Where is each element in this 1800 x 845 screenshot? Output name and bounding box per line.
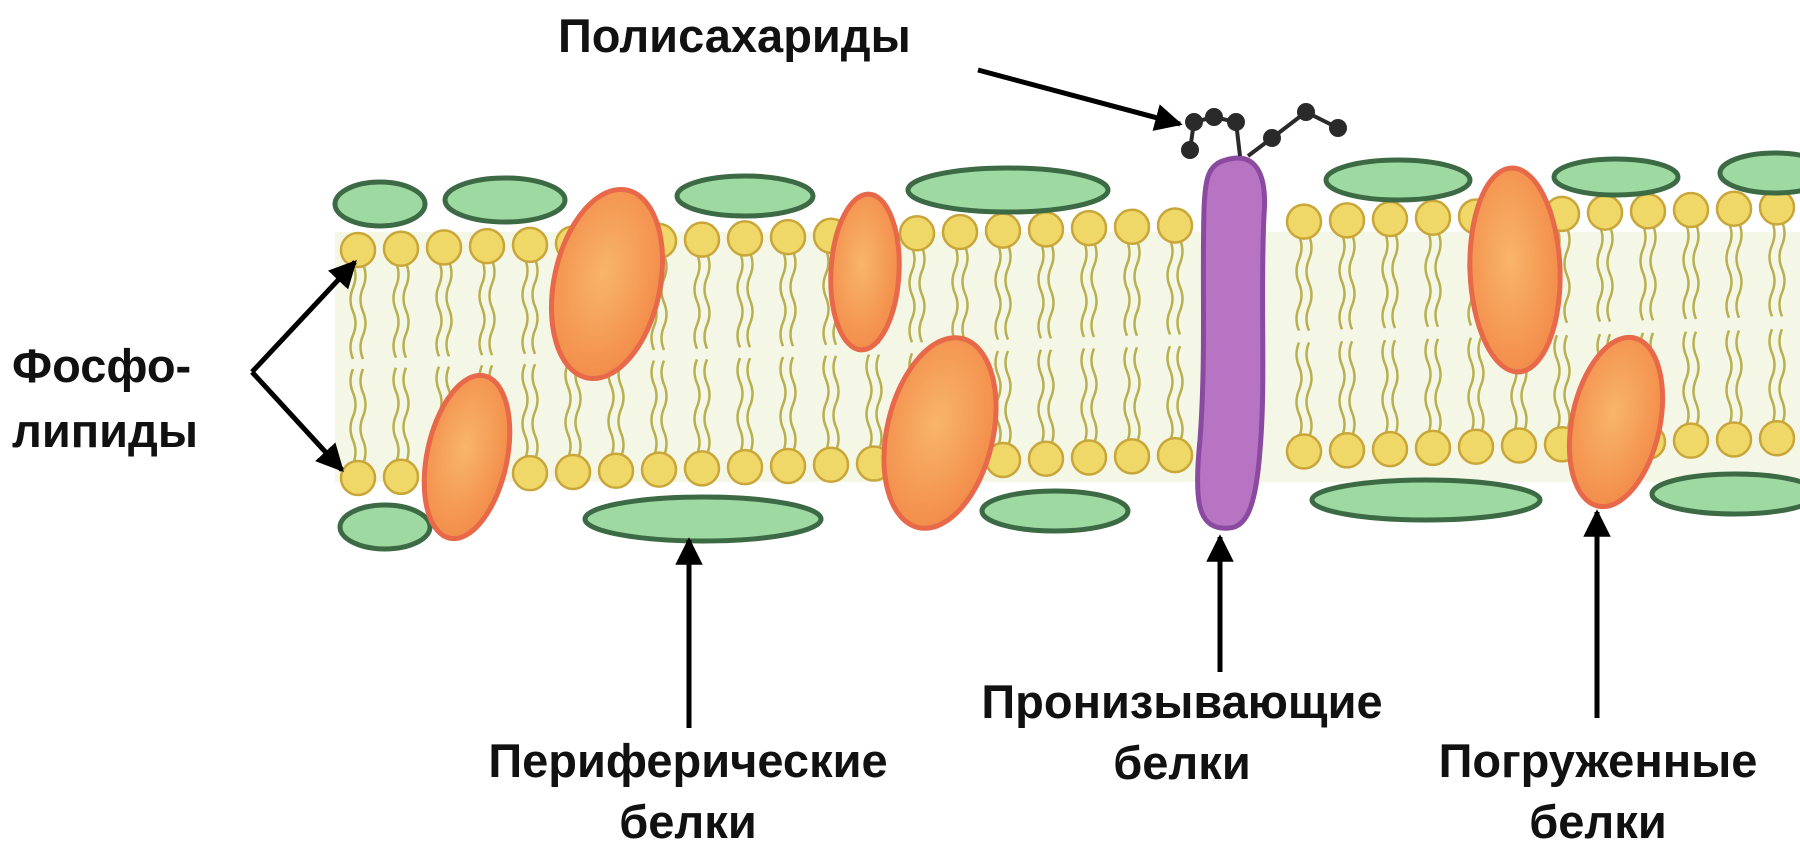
polysaccharide-chains [1183, 105, 1345, 157]
phospholipid-icon [1373, 202, 1407, 236]
phospholipid-icon [900, 216, 934, 250]
phospholipid-icon [1760, 421, 1794, 455]
phospholipid-icon [1674, 193, 1708, 227]
label-embedded-line1: Погруженные [1439, 734, 1758, 787]
peripheral-protein [1326, 160, 1470, 200]
sugar-unit [1229, 115, 1243, 129]
peripheral-protein [335, 182, 425, 226]
label-transmembrane-line2: белки [1113, 736, 1250, 789]
phospholipid-icon [384, 460, 418, 494]
phospholipid-icon [1072, 441, 1106, 475]
phospholipid-icon [1416, 201, 1450, 235]
peripheral-protein [1652, 474, 1800, 514]
phospholipid-icon [427, 230, 461, 264]
phospholipid-icon [1158, 208, 1192, 242]
phospholipid-icon [1287, 205, 1321, 239]
phospholipid-icon [1717, 192, 1751, 226]
phospholipid-icon [1330, 433, 1364, 467]
sugar-unit [1207, 110, 1221, 124]
phospholipid-icon [1373, 432, 1407, 466]
phospholipid-icon [728, 450, 762, 484]
peripheral-protein [1720, 153, 1800, 193]
phospholipid-icon [513, 456, 547, 490]
phospholipid-icon [1115, 210, 1149, 244]
label-phospholipids-line2: липиды [12, 404, 198, 457]
phospholipid-icon [814, 448, 848, 482]
sugar-unit [1183, 143, 1197, 157]
peripheral-protein [908, 168, 1108, 212]
phospholipid-icon [1717, 422, 1751, 456]
phospholipid-icon [642, 453, 676, 487]
phospholipid-icon [1674, 424, 1708, 458]
phospholipid-icon [1072, 211, 1106, 245]
peripheral-protein [1554, 159, 1678, 195]
phospholipid-icon [1330, 203, 1364, 237]
phospholipid-icon [771, 220, 805, 254]
phospholipid-icon [943, 215, 977, 249]
label-transmembrane-line1: Пронизывающие [981, 675, 1382, 728]
phospholipid-icon [341, 461, 375, 495]
arrow-icon [252, 372, 342, 470]
label-peripheral-line2: белки [619, 795, 756, 845]
sugar-unit [1299, 105, 1313, 119]
phospholipid-icon [1029, 212, 1063, 246]
peripheral-protein [340, 505, 430, 549]
phospholipid-icon [341, 233, 375, 267]
phospholipid-icon [1158, 438, 1192, 472]
phospholipid-icon [1115, 439, 1149, 473]
phospholipid-icon [771, 449, 805, 483]
transmembrane-protein [1198, 158, 1265, 528]
phospholipid-icon [685, 223, 719, 257]
phospholipid-icon [1760, 190, 1794, 224]
phospholipid-icon [556, 455, 590, 489]
phospholipid-icon [1029, 442, 1063, 476]
phospholipid-icon [470, 229, 504, 263]
label-phospholipids-line1: Фосфо- [12, 339, 191, 392]
phospholipid-icon [1588, 196, 1622, 230]
peripheral-protein [677, 176, 813, 216]
phospholipid-icon [599, 454, 633, 488]
phospholipid-icon [986, 214, 1020, 248]
phospholipid-icon [384, 232, 418, 266]
label-embedded-line2: белки [1529, 795, 1666, 845]
peripheral-protein [982, 491, 1128, 531]
peripheral-protein [585, 497, 821, 541]
sugar-unit [1187, 115, 1201, 129]
phospholipid-icon [1287, 435, 1321, 469]
phospholipid-icon [1459, 430, 1493, 464]
phospholipid-icon [685, 451, 719, 485]
peripheral-protein [445, 178, 565, 222]
phospholipid-icon [1416, 431, 1450, 465]
phospholipid-icon [728, 221, 762, 255]
phospholipid-icon [513, 228, 547, 262]
sugar-unit [1265, 131, 1279, 145]
sugar-unit [1331, 121, 1345, 135]
peripheral-protein [1312, 480, 1540, 520]
phospholipid-icon [1631, 194, 1665, 228]
arrow-icon [978, 70, 1180, 124]
label-peripheral-line1: Периферические [488, 734, 887, 787]
label-polysaccharides: Полисахариды [558, 9, 911, 62]
phospholipid-icon [1502, 428, 1536, 462]
